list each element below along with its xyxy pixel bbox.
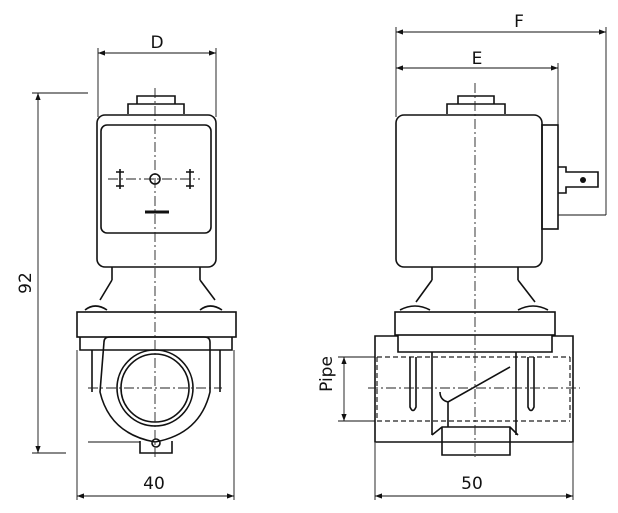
dim-height-label: 92 bbox=[16, 272, 36, 294]
dimensions: D F E 92 Pipe 40 50 bbox=[16, 12, 607, 500]
dim-width-side-label: 50 bbox=[461, 474, 483, 494]
dim-e-label: E bbox=[472, 49, 483, 69]
side-view bbox=[368, 83, 606, 457]
dim-d-label: D bbox=[150, 33, 163, 53]
dim-pipe-label: Pipe bbox=[317, 356, 337, 392]
dim-width-front-label: 40 bbox=[143, 474, 165, 494]
dim-f-label: F bbox=[514, 12, 524, 32]
front-view bbox=[76, 88, 237, 457]
